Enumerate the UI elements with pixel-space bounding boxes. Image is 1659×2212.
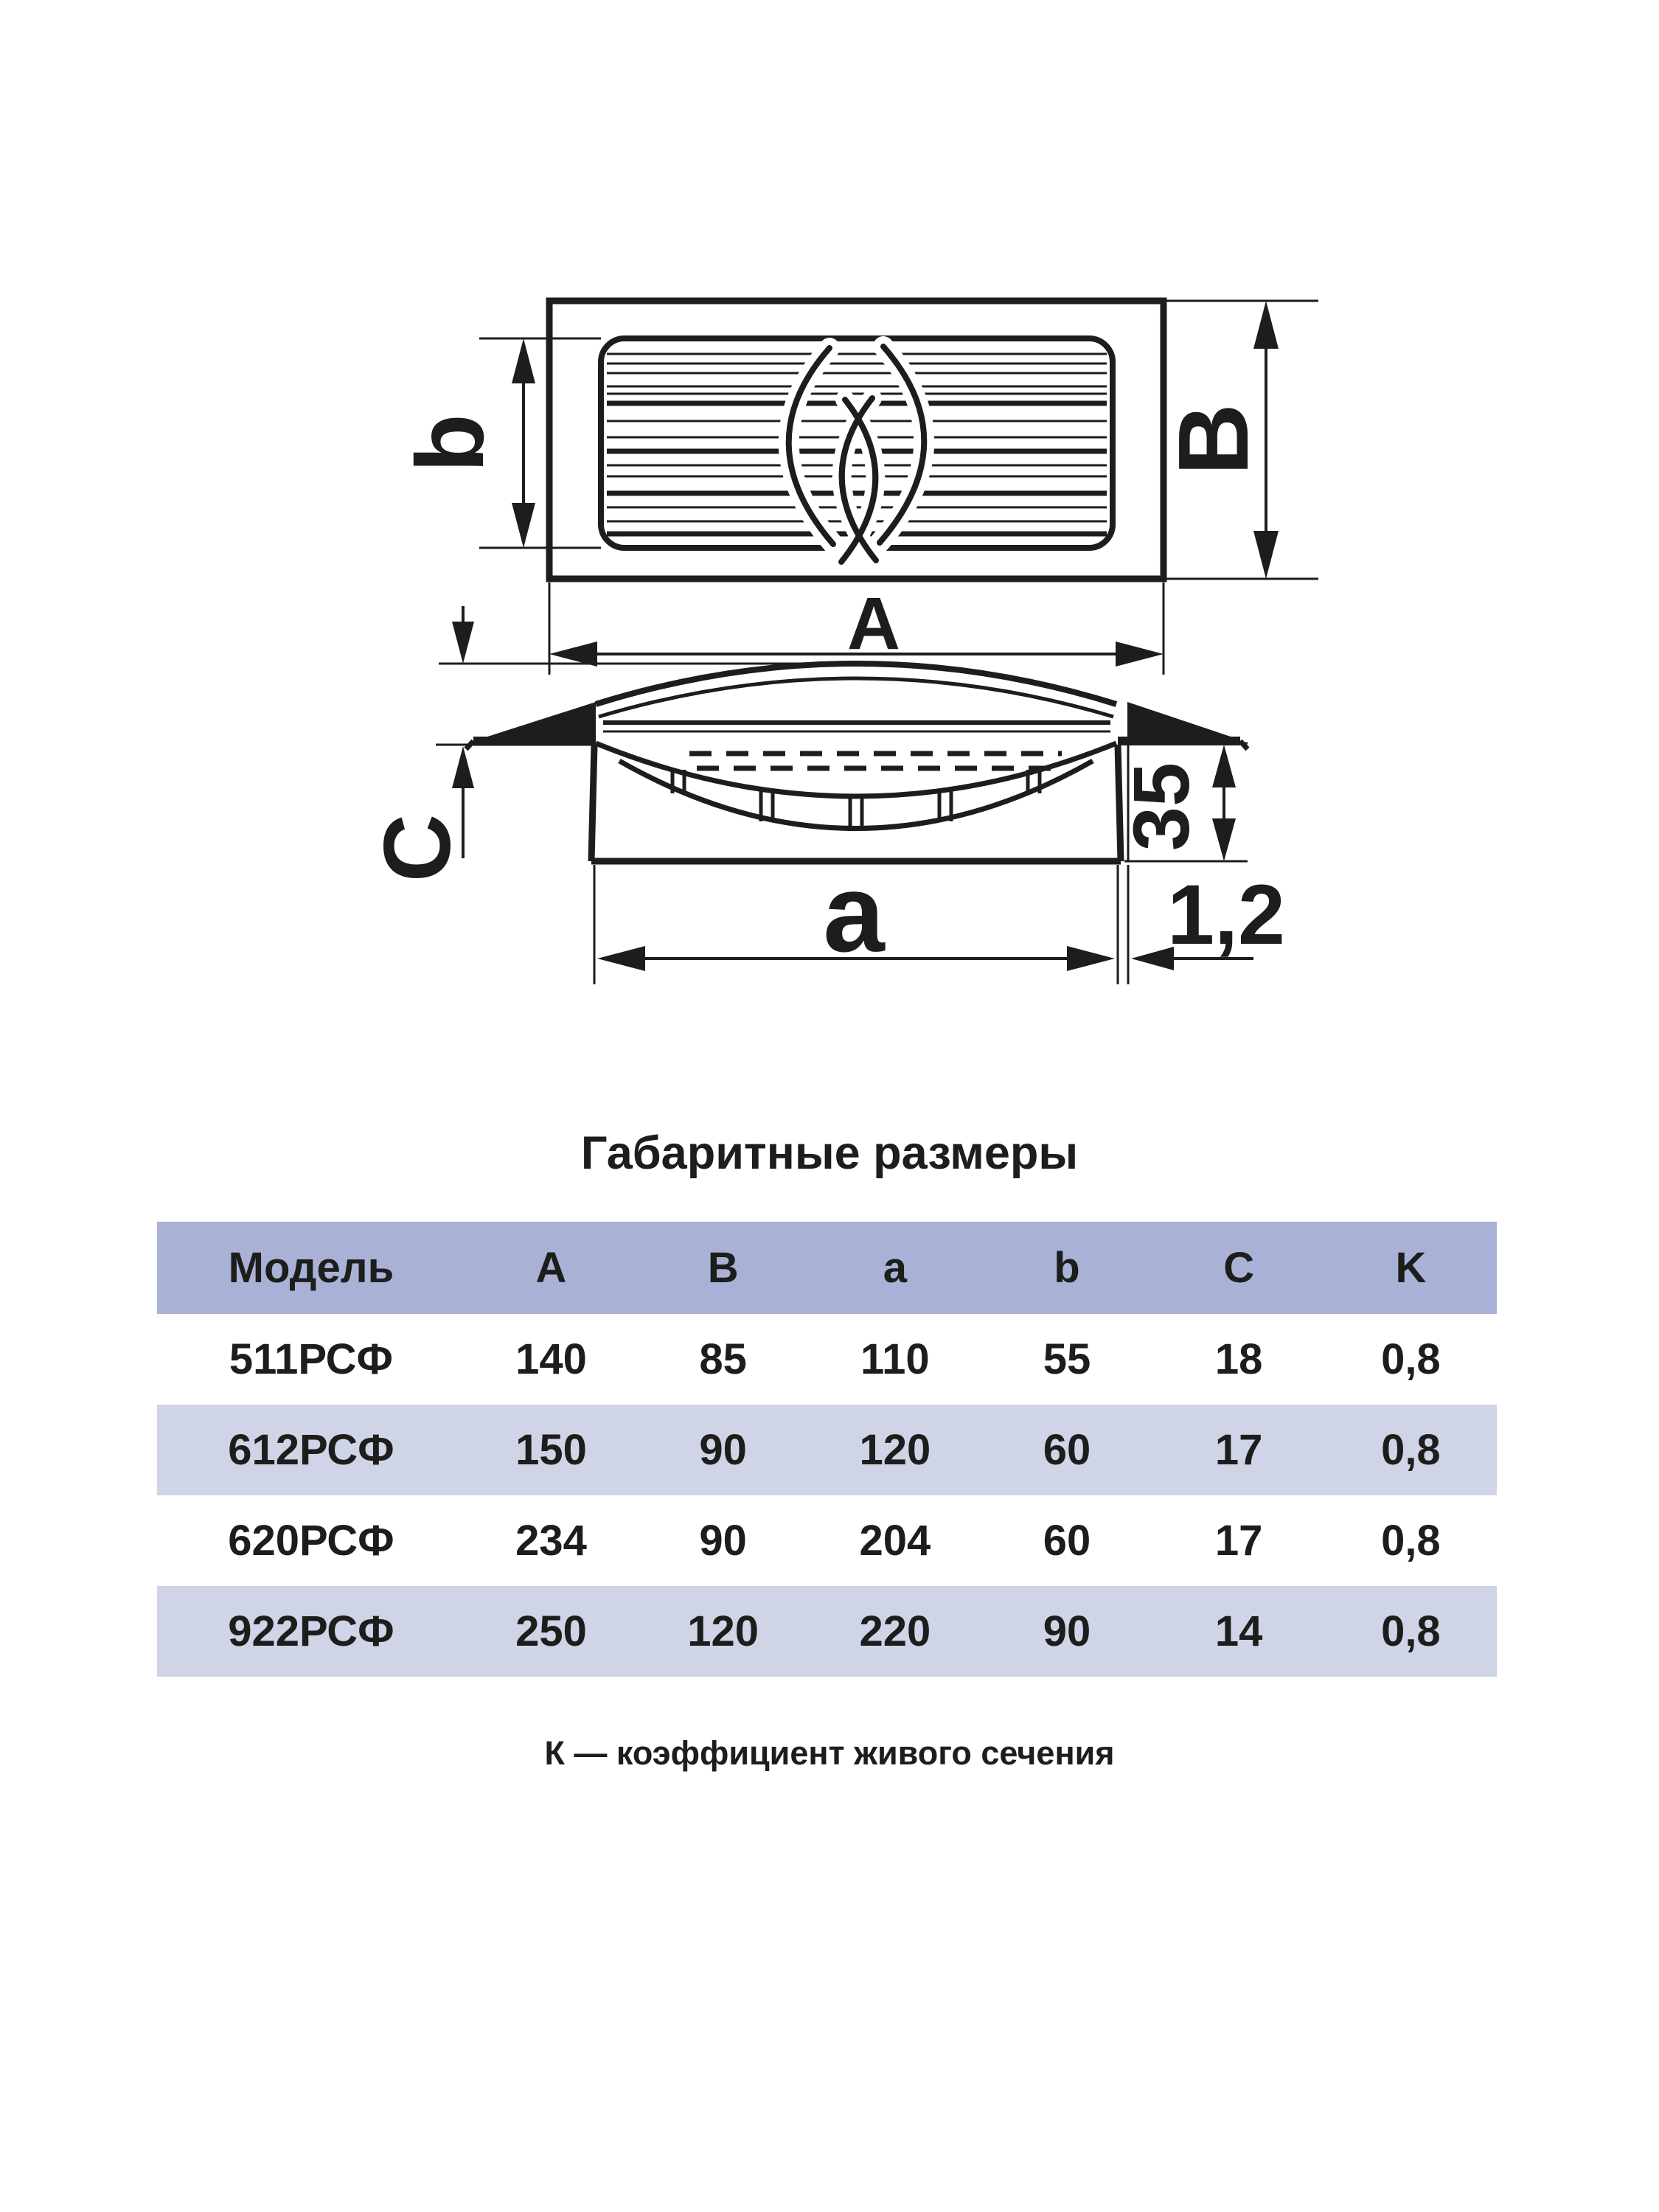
dim-35 xyxy=(1212,745,1236,861)
value-cell: 120 xyxy=(687,1607,759,1655)
value-cell: 140 xyxy=(515,1335,587,1383)
dim-b-label: b xyxy=(396,414,504,472)
dim-A xyxy=(548,582,1165,675)
column-header-model: Модель xyxy=(228,1244,394,1292)
grille-face-lower-curve xyxy=(618,758,1094,831)
value-cell: 220 xyxy=(859,1607,931,1655)
table-row: 511РСФ 140 85 110 55 18 0,8 xyxy=(157,1314,1497,1405)
table-title: Габаритные размеры xyxy=(580,1127,1079,1179)
dim-35-label: 35 xyxy=(1116,762,1206,851)
dim-a-label: a xyxy=(823,851,886,975)
value-cell: 17 xyxy=(1214,1426,1263,1474)
value-cell: 0,8 xyxy=(1381,1426,1441,1474)
value-cell: 234 xyxy=(515,1517,587,1565)
dim-b xyxy=(479,337,601,549)
model-cell: 511РСФ xyxy=(229,1335,394,1383)
dim-thickness xyxy=(1131,947,1253,970)
grille-struts xyxy=(670,770,1042,830)
body-right-wall xyxy=(1114,744,1124,862)
technical-drawing: b B A C 35 a 1,2 xyxy=(365,297,1318,984)
column-header-a: a xyxy=(883,1244,907,1292)
left-flange xyxy=(464,702,596,751)
dimensions-table: Модель A B a b C K 511РСФ 140 85 110 55 … xyxy=(157,1222,1497,1677)
dim-A-label: A xyxy=(847,582,900,665)
body-left-wall xyxy=(588,744,598,862)
value-cell: 14 xyxy=(1214,1607,1263,1655)
dim-C-label: C xyxy=(365,814,470,882)
logo-arcs-icon xyxy=(778,336,935,571)
column-header-A: A xyxy=(535,1244,567,1292)
column-header-K: K xyxy=(1395,1244,1427,1292)
column-header-B: B xyxy=(707,1244,739,1292)
value-cell: 0,8 xyxy=(1381,1607,1441,1655)
value-cell: 120 xyxy=(859,1426,931,1474)
right-flange xyxy=(1118,702,1250,751)
value-cell: 0,8 xyxy=(1381,1335,1441,1383)
value-cell: 85 xyxy=(699,1335,747,1383)
value-cell: 90 xyxy=(699,1426,747,1474)
model-cell: 922РСФ xyxy=(228,1607,394,1655)
table-header-row: Модель A B a b C K xyxy=(157,1222,1497,1314)
side-view-drawing xyxy=(436,606,1253,984)
value-cell: 90 xyxy=(699,1517,747,1565)
value-cell: 60 xyxy=(1043,1426,1091,1474)
model-cell: 620РСФ xyxy=(228,1517,394,1565)
dim-thickness-label: 1,2 xyxy=(1167,868,1285,962)
dim-a xyxy=(597,946,1115,971)
model-cell: 612РСФ xyxy=(228,1426,394,1474)
top-view-drawing xyxy=(479,297,1318,675)
footnote: К — коэффициент живого сечения xyxy=(544,1734,1115,1772)
grille-face-upper-curve xyxy=(594,740,1118,799)
value-cell: 0,8 xyxy=(1381,1517,1441,1565)
table-row: 922РСФ 250 120 220 90 14 0,8 xyxy=(157,1586,1497,1677)
value-cell: 55 xyxy=(1043,1335,1091,1383)
hidden-slat-dashes xyxy=(689,751,1062,771)
value-cell: 60 xyxy=(1043,1517,1091,1565)
dome-inner-arc xyxy=(598,676,1114,719)
extension-lines xyxy=(593,742,1248,984)
value-cell: 250 xyxy=(515,1607,587,1655)
value-cell: 150 xyxy=(515,1426,587,1474)
value-cell: 204 xyxy=(859,1517,931,1565)
table-row: 620РСФ 234 90 204 60 17 0,8 xyxy=(157,1495,1497,1586)
dome-outer-arc xyxy=(594,661,1118,707)
dim-B xyxy=(1164,299,1318,580)
dim-B-label: B xyxy=(1158,403,1269,476)
dim-C xyxy=(452,606,474,858)
table-row: 612РСФ 150 90 120 60 17 0,8 xyxy=(157,1405,1497,1495)
value-cell: 18 xyxy=(1214,1335,1263,1383)
value-cell: 17 xyxy=(1214,1517,1263,1565)
value-cell: 110 xyxy=(860,1335,930,1383)
column-header-C: C xyxy=(1223,1244,1255,1292)
value-cell: 90 xyxy=(1043,1607,1091,1655)
column-header-b: b xyxy=(1054,1244,1080,1292)
